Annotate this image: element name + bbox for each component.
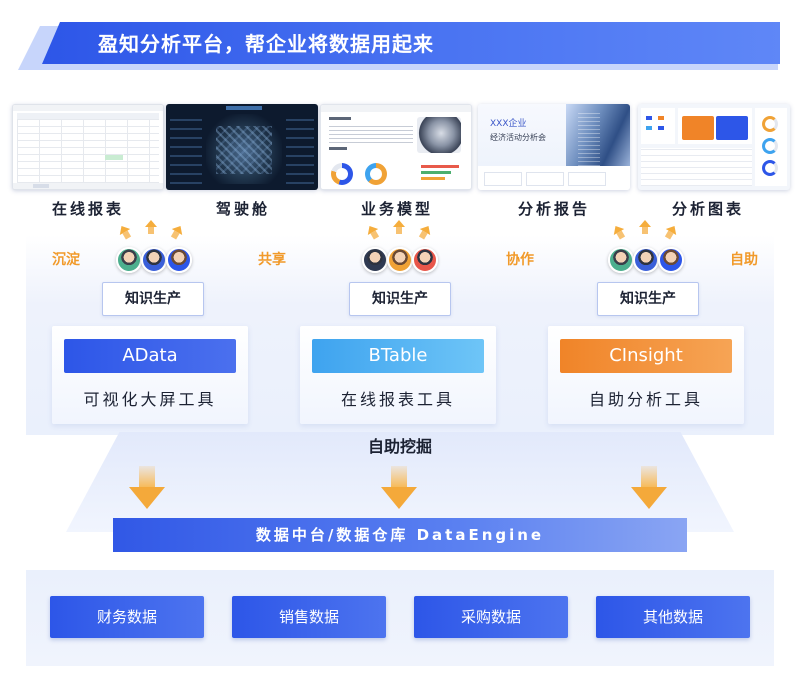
caption-business-model: 业务模型	[360, 200, 433, 218]
user-avatar-icon	[141, 247, 167, 273]
product-subtitle-cinsight: 自助分析工具	[588, 390, 703, 409]
thumbnail-analysis-chart[interactable]	[638, 104, 790, 190]
caption-online-report: 在线报表	[51, 200, 124, 218]
data-engine-bar: 数据中台/数据仓库 DataEngine	[113, 518, 687, 552]
product-card-btable[interactable]: BTable 在线报表工具	[300, 326, 496, 424]
product-card-adata[interactable]: AData 可视化大屏工具	[52, 326, 248, 424]
user-avatar-icon	[116, 247, 142, 273]
label-share: 共享	[258, 252, 286, 268]
ppt-company-text: XXX企业	[490, 119, 527, 129]
thumbnail-analysis-report[interactable]: XXX企业 经济活动分析会	[478, 104, 630, 190]
title-banner	[42, 22, 780, 64]
up-arrow-icon	[637, 220, 653, 234]
caption-analysis-chart: 分析图表	[671, 200, 744, 218]
page-title: 盈知分析平台，帮企业将数据用起来	[98, 32, 434, 56]
down-arrow-icon	[129, 466, 165, 510]
thumbnail-online-report[interactable]	[12, 104, 164, 190]
product-name-btable: BTable	[312, 339, 484, 373]
label-self-service: 自助	[730, 252, 758, 268]
source-other-data[interactable]: 其他数据	[596, 596, 750, 638]
user-avatar-icon	[633, 247, 659, 273]
user-avatar-icon	[658, 247, 684, 273]
thumbnail-business-model[interactable]	[320, 104, 472, 190]
user-avatar-icon	[166, 247, 192, 273]
user-avatar-icon	[362, 247, 388, 273]
knowledge-production-box-2: 知识生产	[349, 282, 451, 316]
up-arrow-icon	[143, 220, 159, 234]
label-collaborate: 协作	[506, 252, 534, 268]
knowledge-production-box-1: 知识生产	[102, 282, 204, 316]
label-accumulate: 沉淀	[52, 252, 80, 268]
product-name-cinsight: CInsight	[560, 339, 732, 373]
source-finance-data[interactable]: 财务数据	[50, 596, 204, 638]
user-avatar-icon	[387, 247, 413, 273]
knowledge-production-box-3: 知识生产	[597, 282, 699, 316]
up-arrow-icon	[391, 220, 407, 234]
down-arrow-icon	[631, 466, 667, 510]
self-mining-label: 自助挖掘	[367, 437, 432, 456]
caption-cockpit: 驾驶舱	[215, 200, 270, 218]
source-sales-data[interactable]: 销售数据	[232, 596, 386, 638]
product-subtitle-btable: 在线报表工具	[340, 390, 455, 409]
caption-analysis-report: 分析报告	[517, 200, 590, 218]
source-purchase-data[interactable]: 采购数据	[414, 596, 568, 638]
product-card-cinsight[interactable]: CInsight 自助分析工具	[548, 326, 744, 424]
down-arrow-icon	[381, 466, 417, 510]
thumbnail-cockpit[interactable]	[166, 104, 318, 190]
user-avatar-icon	[412, 247, 438, 273]
ppt-subtitle-text: 经济活动分析会	[490, 133, 546, 142]
product-subtitle-adata: 可视化大屏工具	[83, 390, 217, 409]
product-name-adata: AData	[64, 339, 236, 373]
user-avatar-icon	[608, 247, 634, 273]
